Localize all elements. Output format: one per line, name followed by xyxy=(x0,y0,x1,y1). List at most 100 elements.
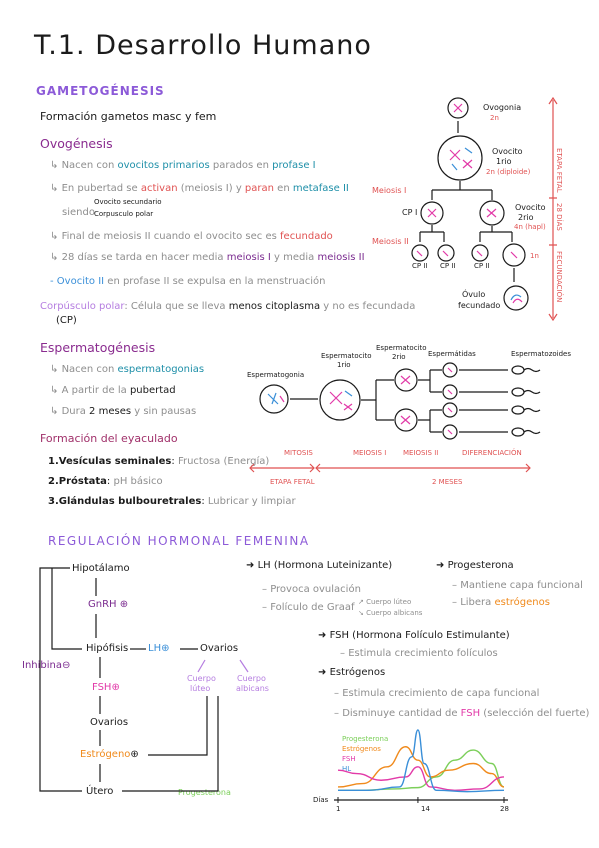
cell-spermatid xyxy=(442,384,458,400)
label-sperm-stage-2m: 2 MESES xyxy=(432,478,463,486)
oogenesis-heading: Ovogénesis xyxy=(40,136,113,151)
hormonal-flow xyxy=(39,567,249,792)
oogenesis-branch-1: Ovocito secundario xyxy=(94,198,162,206)
branch-lines xyxy=(361,379,394,421)
sperm-line-3: ↳ Dura 2 meses y sin pausas xyxy=(50,406,197,417)
branch-lines xyxy=(431,181,493,200)
label-spermatogonia: Espermatogonia xyxy=(247,371,305,379)
feedback-line-outer xyxy=(39,567,82,792)
flow-pituitary: Hipófisis xyxy=(86,643,129,654)
spermatogenesis-heading: Espermatogénesis xyxy=(40,340,156,355)
prog-item-1: – Mantiene capa funcional xyxy=(452,580,583,591)
prog-item-2: – Libera estrógenos xyxy=(452,597,550,608)
label-sperm-meiosis1: MEIOSIS I xyxy=(353,449,387,457)
arrow-lines xyxy=(459,369,508,433)
label-oocyte1-a: Ovocito xyxy=(492,147,523,156)
flow-gnrh: GnRH ⊕ xyxy=(88,599,129,610)
cell-spermatid xyxy=(442,424,458,440)
series-line-estrógenos xyxy=(337,746,505,788)
ejaculate-item-2: 2.Próstata: pH básico xyxy=(48,476,163,487)
label-oocyte2-b: 2rio xyxy=(518,213,534,222)
oogenesis-branch-2: Corpusculo polar xyxy=(94,210,154,218)
plus-icon: ⊕ xyxy=(111,682,120,693)
chromosome-mark xyxy=(267,392,279,405)
label-ovum-a: Óvulo xyxy=(462,290,486,299)
cell-cp2a xyxy=(411,244,429,262)
prog-heading: ➜ Progesterona xyxy=(436,560,514,571)
polar-body-definition: Corpúsculo polar: Célula que se lleva me… xyxy=(40,301,416,312)
label-mitosis: MITOSIS xyxy=(284,449,313,457)
label-ovum-b: fecundado xyxy=(458,301,501,310)
flow-uterus: Útero xyxy=(86,786,114,797)
flow-ovaries-right: Ovarios xyxy=(200,643,239,654)
sperm-line-2: ↳ A partir de la pubertad xyxy=(50,385,176,396)
flow-lh: LH⊕ xyxy=(148,643,170,654)
label-differentiation: DIFERENCIACIÓN xyxy=(462,449,522,457)
label-spermatozoa: Espermatozoides xyxy=(511,350,572,358)
cell-spermatid xyxy=(442,362,458,378)
chromosome-mark xyxy=(451,147,473,171)
label-meiosis1: Meiosis I xyxy=(372,186,407,195)
oogenesis-line-3: ↳ Final de meiosis II cuando el ovocito … xyxy=(50,231,333,242)
chromosome-mark xyxy=(427,208,437,218)
hormone-chart xyxy=(334,729,508,803)
lh-item-2: – Folículo de Graaf xyxy=(262,602,355,613)
cell-ootid xyxy=(502,243,526,267)
plus-icon: ⊕ xyxy=(161,643,170,654)
plus-icon: ⊕ xyxy=(130,749,139,760)
cell-oocyte2 xyxy=(479,200,505,226)
oogenesis-siendo: siendo xyxy=(62,207,95,218)
oogenesis-diagram xyxy=(411,96,558,322)
flow-estrogen: Estrógeno⊕ xyxy=(80,749,139,760)
label-meiosis2: Meiosis II xyxy=(372,237,409,246)
chart-tick-14: 14 xyxy=(421,805,430,813)
cell-spermatocyte1 xyxy=(319,379,361,421)
chart-legend-hl: HL xyxy=(342,765,352,773)
estro-item-1: – Estimula crecimiento de capa funcional xyxy=(334,688,540,699)
chromosome-mark xyxy=(416,250,518,259)
cell-cp1 xyxy=(420,201,444,225)
label-cp2c: CP II xyxy=(474,262,490,270)
oogenesis-line-1: ↳ Nacen con ovocitos primarios parados e… xyxy=(50,160,316,171)
flow-progesterone: Progesterona xyxy=(178,788,231,797)
ejaculate-item-3: 3.Glándulas bulbouretrales: Lubricar y l… xyxy=(48,496,296,507)
label-oocyte2-n: 4n (hapl) xyxy=(514,223,546,231)
cell-cp2c xyxy=(471,244,489,262)
branch-lines-2 xyxy=(418,369,442,433)
intro-text: Formación gametos masc y fem xyxy=(40,110,217,123)
chromosome-mark xyxy=(447,367,453,435)
lh-item-1: – Provoca ovulación xyxy=(262,584,361,595)
cell-oocyte1 xyxy=(437,135,483,181)
series-line-fsh xyxy=(337,766,505,792)
label-spermatids: Espermátidas xyxy=(428,350,476,358)
chromosome-mark xyxy=(279,395,285,403)
label-oocyte1-n: 2n (diploide) xyxy=(486,168,531,176)
chromosome-mark xyxy=(344,390,353,397)
chromosome-mark xyxy=(512,298,523,304)
oogenesis-line-5: - Ovocito II en profase II se expulsa en… xyxy=(50,276,326,287)
cell-ovum xyxy=(503,285,529,311)
label-cp2a: CP II xyxy=(412,262,428,270)
flow-corpus-luteum-b: lúteo xyxy=(190,684,211,693)
feedback-line-inner xyxy=(51,568,82,650)
flow-corpus-albicans-b: albicans xyxy=(236,684,269,693)
cell-spermatid xyxy=(442,402,458,418)
flow-corpus-luteum-a: Cuerpo xyxy=(187,674,216,683)
ejaculate-item-1: 1.Vesículas seminales: Fructosa (Energía… xyxy=(48,456,270,467)
sperm-diagram xyxy=(249,362,541,473)
chromosome-mark xyxy=(510,294,522,301)
label-cp2b: CP II xyxy=(440,262,456,270)
cell-cp2b xyxy=(437,244,455,262)
chromosome-mark xyxy=(400,375,411,425)
chromosome-mark xyxy=(486,208,497,218)
luteum-line xyxy=(148,696,208,756)
label-cp1: CP I xyxy=(402,208,418,217)
flow-fsh: FSH⊕ xyxy=(92,682,120,693)
oogenesis-line-4: ↳ 28 días se tarda en hacer media meiosi… xyxy=(50,252,365,263)
spermatozoa-icons xyxy=(511,365,541,437)
progesterone-line xyxy=(122,696,219,792)
flow-inhibin: Inhibina⊖ xyxy=(22,660,71,671)
chart-tick-28: 28 xyxy=(500,805,509,813)
